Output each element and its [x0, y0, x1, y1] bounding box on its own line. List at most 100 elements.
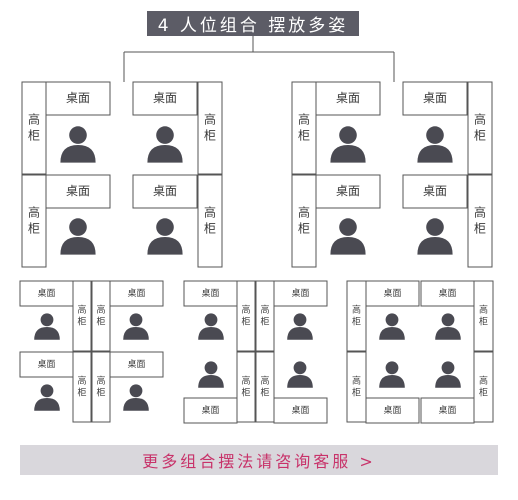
person-body — [198, 375, 224, 388]
person-head — [441, 313, 455, 327]
cabinet-label-top: 高 — [352, 304, 361, 316]
person-icon — [417, 126, 453, 163]
cabinet-label-bottom: 柜 — [96, 315, 105, 327]
desk: 桌面 — [19, 351, 74, 378]
desk-outline — [109, 280, 164, 307]
cabinet-outline — [291, 174, 317, 268]
cabinet-outline — [473, 351, 494, 423]
person-body — [435, 375, 461, 388]
tall-cabinet: 高柜 — [467, 174, 493, 268]
person-head — [385, 313, 399, 327]
person-body — [435, 327, 461, 340]
desk: 桌面 — [420, 397, 475, 424]
tall-cabinet: 高柜 — [236, 351, 256, 423]
diagram-title: 4 人位组合 摆放多姿 — [147, 11, 359, 36]
desk-outline — [402, 81, 468, 116]
cabinet-outline — [467, 81, 493, 175]
cabinet-label-bottom: 柜 — [204, 128, 216, 142]
desk: 桌面 — [273, 397, 328, 424]
cabinet-label-top: 高 — [241, 375, 250, 387]
desk-label: 桌面 — [37, 287, 55, 299]
tall-cabinet: 高柜 — [473, 280, 494, 352]
person-body — [330, 237, 366, 255]
desk-outline — [402, 174, 468, 209]
person-head — [69, 126, 87, 144]
person-head — [156, 218, 174, 236]
cabinet-outline — [91, 351, 111, 423]
cabinet-outline — [72, 280, 92, 352]
desk-label: 桌面 — [336, 91, 360, 105]
desk-label: 桌面 — [66, 91, 90, 105]
desk: 桌面 — [183, 280, 238, 307]
person-body — [417, 237, 453, 255]
more-combinations-banner[interactable]: 更多组合摆法请咨询客服 > — [20, 445, 498, 475]
person-icon — [123, 384, 149, 411]
cabinet-label-top: 高 — [352, 375, 361, 387]
cabinet-label-bottom: 柜 — [474, 128, 486, 142]
cabinet-outline — [21, 174, 47, 268]
person-icon — [198, 361, 224, 388]
desk-outline — [420, 397, 475, 424]
layout-bottom-left: 桌面桌面桌面桌面高柜高柜高柜高柜 — [19, 280, 164, 423]
layout-bottom-right: 高柜高柜高柜高柜桌面桌面桌面桌面 — [346, 280, 494, 424]
cabinet-label-bottom: 柜 — [352, 315, 361, 327]
desk-label: 桌面 — [201, 404, 219, 416]
person-body — [330, 145, 366, 163]
desk-label: 桌面 — [201, 287, 219, 299]
person-icon — [287, 361, 313, 388]
desk-label: 桌面 — [127, 358, 145, 370]
person-body — [379, 375, 405, 388]
cabinet-label-top: 高 — [204, 205, 216, 220]
desk-label: 桌面 — [423, 184, 447, 198]
person-body — [60, 237, 96, 255]
desk-label: 桌面 — [153, 184, 177, 198]
person-body — [123, 398, 149, 411]
tall-cabinet: 高柜 — [255, 351, 275, 423]
desk: 桌面 — [183, 397, 238, 424]
more-combinations-link[interactable]: 更多组合摆法请咨询客服 > — [142, 452, 376, 471]
desk-label: 桌面 — [336, 184, 360, 198]
desk-label: 桌面 — [383, 404, 401, 416]
cabinet-label-bottom: 柜 — [352, 386, 361, 398]
desk: 桌面 — [132, 174, 198, 209]
desk-outline — [45, 174, 111, 209]
person-icon — [34, 384, 60, 411]
person-icon — [379, 313, 405, 340]
cabinet-label-bottom: 柜 — [241, 315, 250, 327]
person-head — [426, 218, 444, 236]
desk: 桌面 — [315, 81, 381, 116]
cabinet-outline — [473, 280, 494, 352]
person-head — [40, 384, 54, 398]
desk-outline — [365, 397, 420, 424]
person-head — [293, 313, 307, 327]
person-icon — [417, 218, 453, 255]
cabinet-label-bottom: 柜 — [298, 221, 310, 235]
cabinet-label-bottom: 柜 — [474, 221, 486, 235]
person-icon — [287, 313, 313, 340]
cabinet-label-top: 高 — [474, 112, 486, 127]
desk: 桌面 — [132, 81, 198, 116]
cabinet-label-top: 高 — [28, 205, 40, 220]
tall-cabinet: 高柜 — [473, 351, 494, 423]
desk-label: 桌面 — [127, 287, 145, 299]
tall-cabinet: 高柜 — [291, 81, 317, 175]
desk-label: 桌面 — [66, 184, 90, 198]
person-body — [147, 237, 183, 255]
desk-outline — [183, 280, 238, 307]
person-body — [147, 145, 183, 163]
person-head — [441, 361, 455, 375]
cabinet-label-bottom: 柜 — [260, 386, 269, 398]
desk-outline — [45, 81, 111, 116]
person-head — [293, 361, 307, 375]
cabinet-outline — [197, 174, 223, 268]
tall-cabinet: 高柜 — [21, 81, 47, 175]
cabinet-outline — [236, 280, 256, 352]
cabinet-label-top: 高 — [77, 304, 86, 316]
desk-label: 桌面 — [291, 287, 309, 299]
desk-outline — [365, 280, 420, 307]
cabinet-label-top: 高 — [28, 112, 40, 127]
title-connector — [123, 36, 395, 82]
person-body — [34, 398, 60, 411]
desk-outline — [132, 81, 198, 116]
